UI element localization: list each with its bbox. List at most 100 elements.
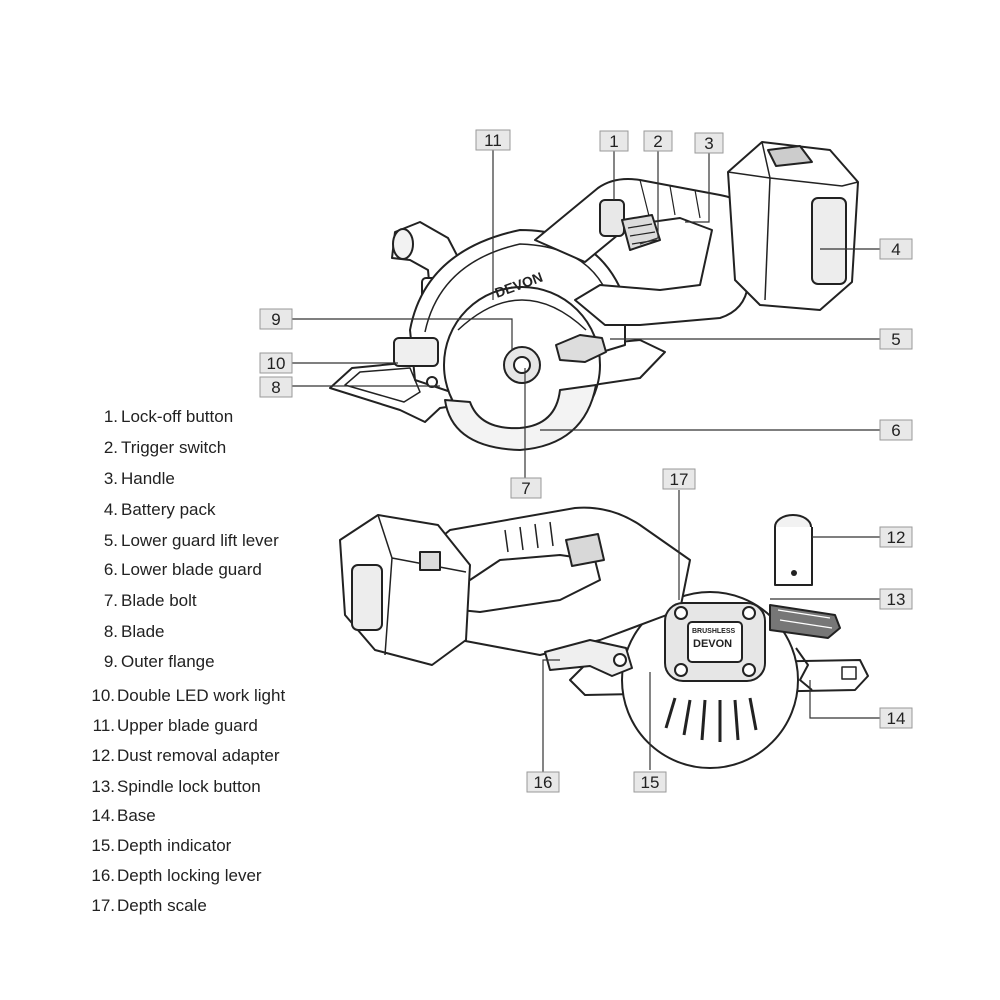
legend-number: 3.: [103, 469, 118, 488]
led-light-top: [393, 337, 439, 367]
legend-number: 10.: [91, 686, 115, 705]
battery-top: [727, 141, 859, 311]
svg-text:7: 7: [521, 479, 530, 498]
legend-item-10: 10.Double LED work light: [90, 685, 285, 707]
legend-label: Battery pack: [121, 500, 216, 519]
badge-label-bottom: BRUSHLESS: [692, 628, 736, 635]
legend-item-9: 9.Outer flange: [90, 651, 215, 673]
legend-item-11: 11.Upper blade guard: [90, 715, 258, 737]
legend-number: 9.: [103, 652, 118, 671]
callout-6: 6: [879, 419, 913, 441]
svg-text:12: 12: [887, 528, 906, 547]
dust-adapter-bottom: [774, 514, 813, 586]
legend-label: Trigger switch: [121, 438, 227, 457]
legend-number: 16.: [91, 866, 115, 885]
legend-item-8: 8.Blade: [90, 621, 165, 643]
legend-number: 4.: [103, 500, 118, 519]
svg-text:2: 2: [653, 132, 662, 151]
legend-label: Outer flange: [121, 652, 215, 671]
legend-label: Depth scale: [117, 896, 207, 915]
legend-number: 15.: [91, 836, 115, 855]
legend-label: Lower guard lift lever: [121, 531, 279, 550]
legend-number: 11.: [92, 716, 115, 735]
svg-text:1: 1: [609, 132, 618, 151]
legend-item-3: 3.Handle: [90, 468, 175, 490]
svg-text:6: 6: [891, 421, 900, 440]
legend-item-6: 6.Lower blade guard: [90, 559, 262, 581]
legend-label: Dust removal adapter: [117, 746, 280, 765]
legend-label: Depth locking lever: [117, 866, 262, 885]
saw-top-view: DEVON: [329, 141, 859, 451]
svg-text:5: 5: [891, 330, 900, 349]
callout-13: 13: [879, 588, 913, 610]
svg-text:8: 8: [271, 378, 280, 397]
leader-lines: [292, 150, 880, 772]
legend-label: Spindle lock button: [117, 777, 261, 796]
callout-15: 15: [633, 771, 667, 793]
legend-item-13: 13.Spindle lock button: [90, 776, 261, 798]
callout-9: 9: [259, 308, 293, 330]
svg-text:11: 11: [484, 131, 502, 150]
callout-7: 7: [510, 477, 542, 499]
legend-item-15: 15.Depth indicator: [90, 835, 231, 857]
legend-item-1: 1.Lock-off button: [90, 406, 233, 428]
lift-lever-top: [555, 334, 607, 363]
legend-number: 5.: [103, 531, 118, 550]
callout-2: 2: [643, 130, 673, 152]
legend-item-17: 17.Depth scale: [90, 895, 207, 917]
callout-1: 1: [599, 130, 629, 152]
callout-11: 11: [475, 129, 511, 151]
legend-item-7: 7.Blade bolt: [90, 590, 197, 612]
legend-label: Double LED work light: [117, 686, 286, 705]
legend-label: Blade: [121, 622, 165, 641]
blade-bolt-top: [513, 356, 531, 374]
legend-number: 13.: [91, 777, 115, 796]
svg-text:16: 16: [534, 773, 553, 792]
callout-12: 12: [879, 526, 913, 548]
legend-item-4: 4.Battery pack: [90, 499, 216, 521]
callout-16: 16: [526, 771, 560, 793]
legend-number: 17.: [91, 896, 115, 915]
legend-item-2: 2.Trigger switch: [90, 437, 226, 459]
callout-4: 4: [879, 238, 913, 260]
svg-text:13: 13: [887, 590, 906, 609]
legend-item-5: 5.Lower guard lift lever: [90, 530, 279, 552]
legend-item-16: 16.Depth locking lever: [90, 865, 262, 887]
svg-text:10: 10: [267, 354, 286, 373]
svg-text:4: 4: [891, 240, 900, 259]
legend-number: 7.: [103, 591, 118, 610]
brand-label-bottom: DEVON: [693, 638, 732, 650]
battery-bottom: [339, 514, 471, 666]
callout-10: 10: [259, 352, 293, 374]
svg-text:3: 3: [704, 134, 713, 153]
callout-8: 8: [259, 376, 293, 398]
legend-number: 1.: [103, 407, 118, 426]
svg-text:9: 9: [271, 310, 280, 329]
legend-label: Lower blade guard: [121, 560, 262, 579]
svg-text:14: 14: [887, 709, 906, 728]
legend-item-14: 14.Base: [90, 805, 156, 827]
legend-number: 2.: [103, 438, 118, 457]
depth-lever-bottom: [544, 639, 633, 677]
spindle-lock-bottom: [769, 604, 841, 639]
legend-number: 8.: [103, 622, 118, 641]
legend-label: Depth indicator: [117, 836, 232, 855]
callout-boxes: 1 2 3 4 5 6 7 8 9 10 11 12 13 14 15 16 1…: [259, 129, 913, 793]
legend-label: Base: [117, 806, 156, 825]
legend-number: 14.: [91, 806, 115, 825]
lower-guard-top: [444, 384, 597, 451]
callout-3: 3: [694, 132, 724, 154]
saw-bottom-view: BRUSHLESS DEVON: [339, 506, 869, 769]
blade-vents: [664, 697, 758, 742]
callout-5: 5: [879, 328, 913, 350]
svg-text:15: 15: [641, 773, 660, 792]
legend-label: Handle: [121, 469, 175, 488]
svg-text:17: 17: [670, 470, 689, 489]
lock-off-button-top: [599, 199, 625, 237]
legend-item-12: 12.Dust removal adapter: [90, 745, 280, 767]
legend-label: Upper blade guard: [117, 716, 258, 735]
callout-17: 17: [662, 468, 696, 490]
legend-number: 6.: [103, 560, 118, 579]
callout-14: 14: [879, 707, 913, 729]
